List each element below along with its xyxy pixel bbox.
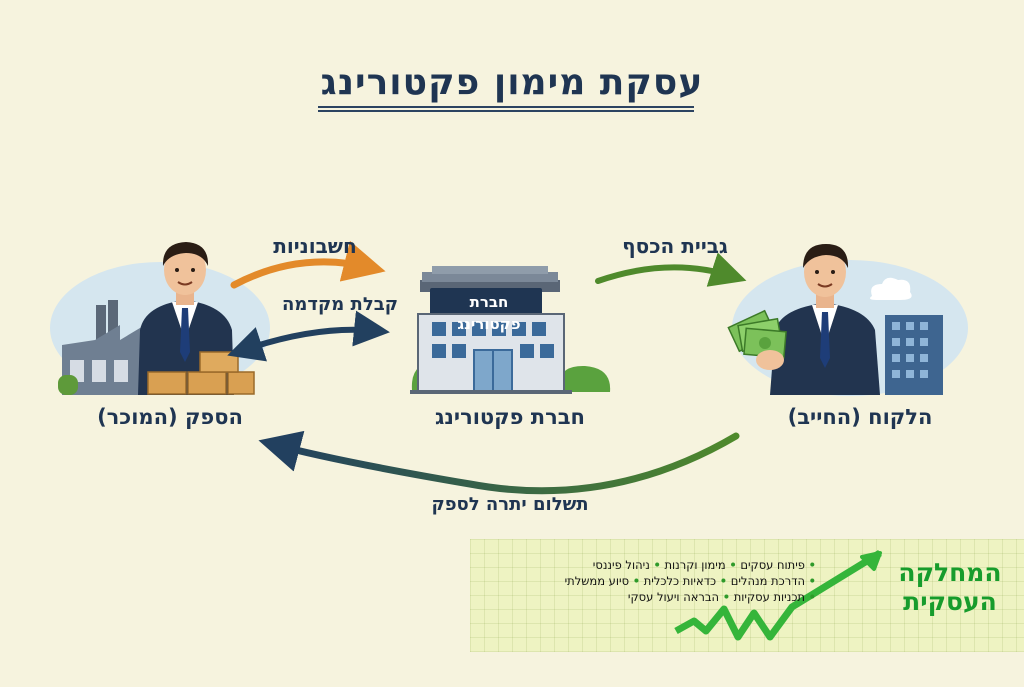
service-item: מימון וקרנות: [664, 558, 726, 572]
cash-icon: [727, 309, 787, 370]
building-sign: חברת פקטורינג: [457, 293, 521, 333]
boxes-icon: [147, 351, 255, 395]
customer-label: הלקוח (החייב): [787, 405, 933, 429]
factoring-building-icon: [410, 266, 611, 394]
services-list: • פיתוח עסקים • מימון וקרנות • ניהול פינ…: [476, 557, 816, 605]
services-line-2: • הדרכת מנהלים • כדאיות כלכלית • סיוע ממ…: [564, 574, 816, 588]
advance-label: קבלת מקדמה: [282, 294, 398, 315]
service-item: הדרכת מנהלים: [730, 574, 805, 588]
services-line-1: • פיתוח עסקים • מימון וקרנות • ניהול פינ…: [592, 558, 816, 572]
advance-arrow: [227, 310, 390, 362]
title-underline: [318, 106, 694, 112]
brand-line-1: המחלקה: [898, 558, 1002, 587]
service-item: סיוע ממשלתי: [564, 574, 630, 588]
supplier-label: הספק (המוכר): [97, 405, 243, 429]
service-item: פיתוח עסקים: [740, 558, 805, 572]
balance-arrow: [258, 430, 740, 495]
services-line-3: • תכניות עסקיות • הבראה ויעול עסקי: [627, 590, 816, 604]
balance-payment-label: תשלום יתרה לספק: [431, 494, 589, 515]
service-item: תכניות עסקיות: [733, 590, 805, 604]
service-item: ניהול פיננסי: [592, 558, 650, 572]
growth-arrow-icon: [674, 550, 882, 641]
service-item: כדאיות כלכלית: [643, 574, 717, 588]
invoices-arrow: [230, 240, 386, 289]
customer-illustration: [727, 244, 968, 396]
page-title: עסקת מימון פקטורינג: [320, 62, 704, 103]
customer-avatar: [770, 244, 880, 395]
collection-label: גביית הכסף: [622, 234, 728, 258]
office-building-icon: [885, 315, 943, 395]
service-item: הבראה ויעול עסקי: [627, 590, 720, 604]
collection-arrow: [595, 252, 747, 287]
brand-name: המחלקה העסקית: [880, 558, 1020, 616]
invoices-label: חשבוניות: [273, 234, 357, 258]
factoring-company-label: חברת פקטורינג: [434, 405, 585, 429]
logo-banner: [470, 539, 1024, 652]
brand-line-2: העסקית: [903, 587, 997, 616]
supplier-illustration: [50, 242, 270, 395]
